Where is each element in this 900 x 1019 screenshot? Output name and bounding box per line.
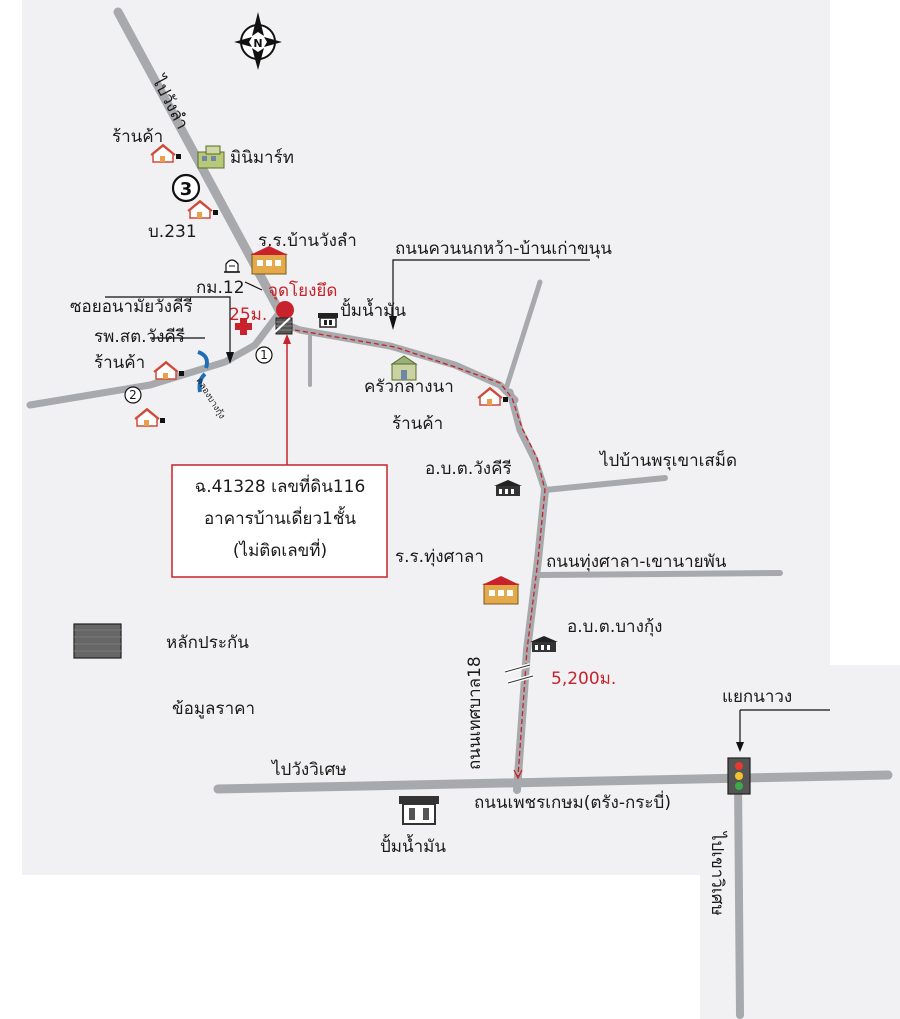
label-to-ban-phru: ไปบ้านพรุเขาเสม็ด	[598, 449, 737, 471]
label-distance-25m: 25ม.	[229, 305, 267, 325]
house-icon	[153, 360, 184, 380]
label-road-thetsaban18: ถนนเทศบาล18	[465, 656, 485, 770]
road-spur-north	[502, 279, 543, 395]
label-sao-wang-khiri: อ.บ.ต.วังคีรี	[425, 459, 512, 479]
parcel-line-3: (ไม่ติดเลขที่)	[233, 538, 327, 561]
road-phetkasem	[213, 770, 893, 794]
road-break-mark	[504, 663, 534, 685]
canal-icon	[197, 350, 209, 369]
minimart-building-icon	[197, 145, 225, 169]
km-marker-icon	[224, 259, 240, 273]
label-reference-point: จุดโยงยึด	[268, 280, 337, 301]
health-center-red-cross-icon	[235, 318, 252, 335]
school-building-icon	[250, 246, 288, 275]
house-icon	[477, 386, 508, 406]
location-circle-2	[124, 386, 142, 404]
north-arrow-icon: N	[234, 12, 282, 70]
route-number: 3	[180, 179, 193, 200]
government-office-icon	[494, 480, 522, 496]
route-arrowhead	[513, 769, 523, 780]
label-village-231: บ.231	[148, 222, 197, 242]
house-icon	[187, 199, 218, 219]
label-junction-na-wong: แยกนาวง	[722, 687, 792, 707]
label-to-wang-wiset: ไปวังวิเศษ	[270, 759, 347, 780]
label-circle-1: 1	[260, 348, 268, 362]
canal-icon	[197, 372, 207, 393]
label-distance-5200m: 5,200ม.	[551, 669, 616, 689]
label-school-ban-wang-lam: ร.ร.บ้านวังลำ	[258, 231, 357, 251]
gas-station-icon	[318, 313, 338, 328]
gas-station-icon	[399, 796, 439, 825]
bottom-margin	[0, 875, 700, 1019]
label-road-thung-sala: ถนนทุ่งศาลา-เขานายพัน	[546, 552, 727, 572]
restaurant-building-icon	[390, 355, 418, 381]
property-marker-icon	[275, 317, 293, 335]
label-gas-station-top: ปั้มน้ำมัน	[340, 298, 406, 321]
parcel-line-2: อาคารบ้านเดี่ยว1ชั้น	[204, 506, 356, 529]
road-to-khao-wiset	[734, 778, 744, 1019]
parcel-line-1: ฉ.41328 เลขที่ดิน116	[195, 474, 366, 497]
reference-point-marker	[276, 301, 294, 319]
label-health-center: รพ.สต.วังคีรี	[94, 327, 185, 347]
legend-price-info-label: ข้อมูลราคา	[172, 699, 255, 719]
legend-collateral-swatch	[73, 623, 122, 659]
label-gas-station-bottom: ปั้มน้ำมัน	[380, 834, 446, 857]
left-margin	[0, 0, 22, 1019]
label-shop-left: ร้านค้า	[94, 353, 145, 373]
label-sao-bang-kung: อ.บ.ต.บางกุ้ง	[567, 617, 662, 637]
location-circle-1	[255, 346, 273, 364]
right-margin	[830, 0, 900, 665]
legend-collateral-label: หลักประกัน	[166, 633, 249, 653]
north-label: N	[253, 37, 262, 50]
house-icon	[150, 143, 181, 163]
route-number-circle	[171, 173, 201, 203]
label-restaurant: ครัวกลางนา	[364, 377, 454, 397]
road-thetsaban-upper	[506, 388, 549, 494]
label-school-thung-sala: ร.ร.ทุ่งศาลา	[395, 547, 484, 567]
road-west	[26, 308, 284, 409]
label-km-12: กม.12	[196, 278, 245, 298]
parcel-info-box	[171, 464, 388, 578]
label-road-khuan-nok-wa: ถนนควนนกหว้า-บ้านเก่าขนุน	[395, 239, 612, 259]
road-to-ban-phru	[542, 475, 668, 493]
school-building-icon	[482, 576, 520, 605]
government-office-icon	[530, 636, 558, 652]
leader-lines	[105, 259, 830, 752]
traffic-light-icon	[727, 757, 751, 795]
label-circle-2: 2	[129, 388, 137, 402]
label-road-phetkasem: ถนนเพชรเกษม(ตรัง-กระบี่)	[474, 790, 671, 813]
label-to-khao-wiset: ไปเขาวิเศษ	[707, 830, 728, 916]
property-marker-hatch	[274, 317, 291, 333]
label-soi-anamai: ซอยอนามัยวังคีรี	[70, 297, 193, 317]
house-icon	[134, 407, 165, 427]
legend-swatch-hatch	[74, 629, 121, 652]
label-minimart: มินิมาร์ท	[230, 148, 294, 168]
road-thung-sala	[535, 570, 783, 578]
label-shop-mid: ร้านค้า	[392, 414, 443, 434]
label-shop-top: ร้านค้า	[112, 127, 163, 147]
